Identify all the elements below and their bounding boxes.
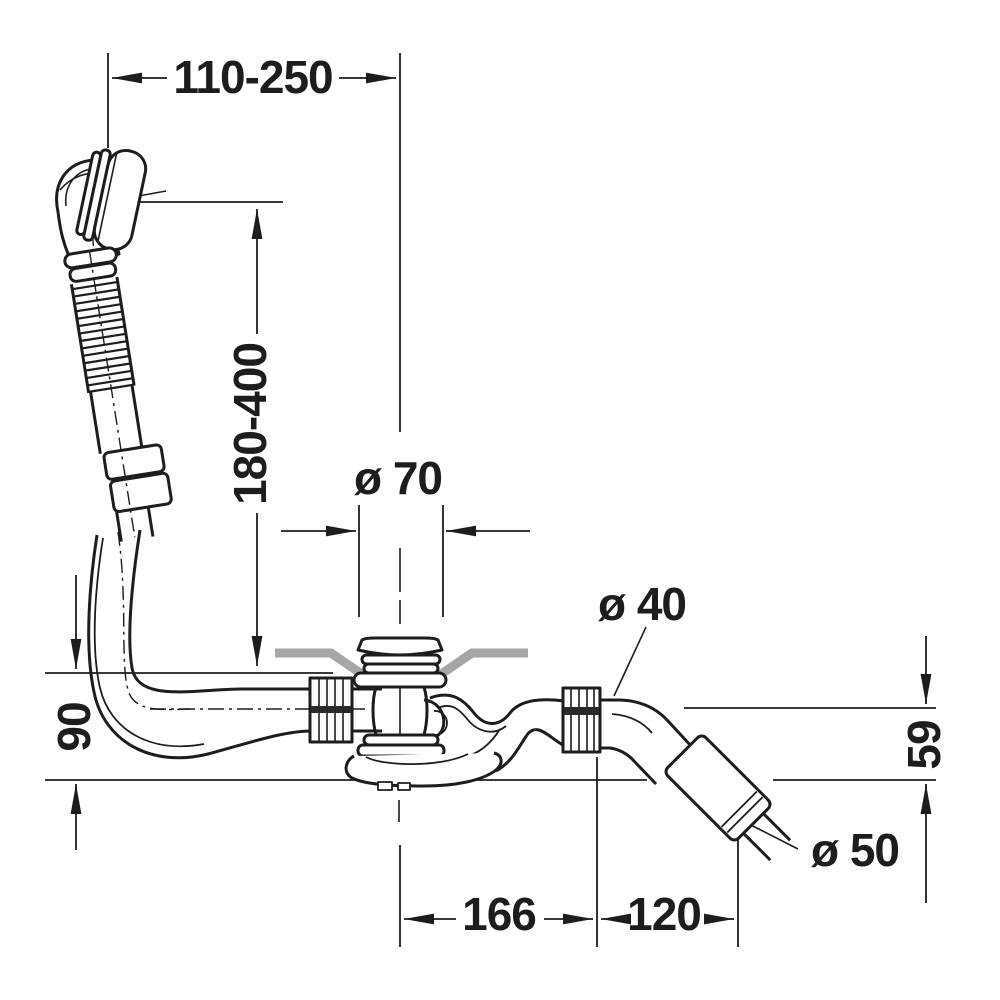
tub-floor-left bbox=[275, 648, 369, 681]
dim-outlet-pipe-diameter: ø 40 bbox=[598, 578, 686, 630]
drain-tray bbox=[344, 751, 503, 788]
drain-inlet-nut bbox=[308, 676, 382, 744]
dim-outlet-end-diameter: ø 50 bbox=[811, 824, 899, 876]
hose-loop bbox=[87, 529, 313, 760]
dimension-linework bbox=[45, 53, 936, 947]
s-pipe bbox=[429, 693, 564, 773]
dim-drain-flange-diameter: ø 70 bbox=[354, 452, 442, 504]
dimension-labels: 110-250 180-400 ø 70 ø 40 90 59 ø 50 166… bbox=[48, 51, 950, 940]
dim-bottom-length-left: 166 bbox=[462, 888, 536, 940]
dim-left-height: 90 bbox=[48, 702, 100, 751]
dim-overflow-height-range: 180-400 bbox=[224, 343, 276, 505]
dim-right-height: 59 bbox=[898, 720, 950, 769]
drain-plug-cap bbox=[356, 636, 444, 657]
leader-o50 bbox=[744, 821, 799, 850]
dim-top-offset-range: 110-250 bbox=[173, 51, 332, 103]
outlet-sleeve bbox=[664, 734, 792, 862]
overflow-hose bbox=[63, 246, 173, 542]
outlet-elbow-pipe bbox=[600, 698, 694, 786]
leader-o40 bbox=[613, 626, 647, 697]
outlet-nut bbox=[561, 686, 602, 754]
dim-bottom-length-right: 120 bbox=[627, 888, 701, 940]
drain-valve bbox=[344, 636, 503, 791]
tub-floor-right bbox=[434, 648, 528, 681]
drain-flange bbox=[352, 671, 448, 689]
tub-floor bbox=[275, 648, 528, 681]
product bbox=[55, 148, 792, 862]
